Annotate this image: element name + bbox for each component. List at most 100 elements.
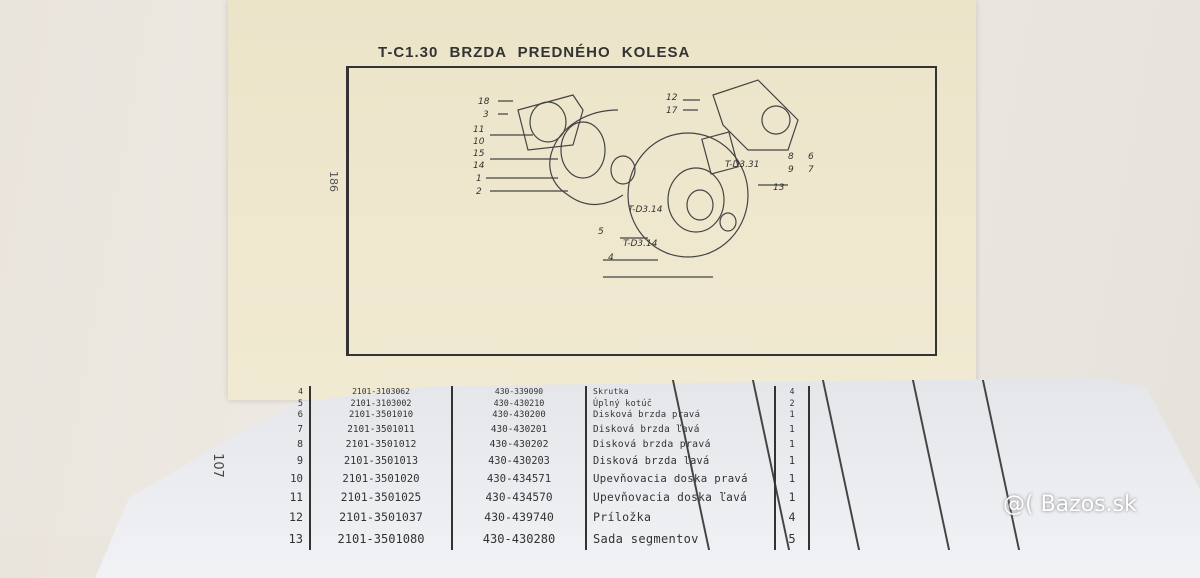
diagram-page: T-C1.30 BRZDA PREDNÉHO KOLESA 186 18 3 1… bbox=[228, 0, 976, 400]
quantity: 1 bbox=[774, 409, 810, 423]
svg-text:3: 3 bbox=[483, 110, 489, 120]
row-number: 6 bbox=[297, 410, 303, 421]
row-number: 13 bbox=[288, 532, 303, 547]
row-number: 5 bbox=[297, 397, 303, 408]
svg-text:9: 9 bbox=[788, 165, 794, 175]
catalog-number: 430-434571 bbox=[451, 469, 586, 489]
svg-text:18: 18 bbox=[478, 97, 490, 107]
catalog-number: 430-430203 bbox=[451, 452, 586, 470]
catalog-number: 430-434570 bbox=[451, 488, 586, 508]
svg-text:6: 6 bbox=[808, 152, 814, 162]
page-title: T-C1.30 BRZDA PREDNÉHO KOLESA bbox=[378, 44, 691, 61]
row-number: 10 bbox=[290, 471, 303, 485]
row-number: 7 bbox=[297, 424, 303, 436]
catalog-number: 430-430201 bbox=[451, 422, 586, 438]
svg-text:2: 2 bbox=[476, 187, 482, 197]
brake-exploded-diagram: 18 3 11 10 15 14 1 2 12 17 T-D3.14 5 T-D… bbox=[473, 79, 814, 278]
part-description: Príložka bbox=[585, 507, 775, 529]
part-code: 2101-3501011 bbox=[309, 422, 452, 438]
part-description: Disková brzda ľavá bbox=[585, 452, 775, 470]
svg-text:10: 10 bbox=[473, 137, 485, 147]
quantity: 1 bbox=[774, 422, 810, 438]
leader-lines bbox=[486, 99, 788, 278]
part-code: 2101-3103062 bbox=[309, 386, 452, 397]
splash-shield bbox=[549, 109, 624, 205]
brake-disc bbox=[627, 132, 749, 258]
row-number: 11 bbox=[289, 491, 303, 505]
part-code: 2101-3103002 bbox=[309, 397, 452, 410]
watermark: @( Bazos.sk bbox=[1003, 492, 1137, 517]
quantity: 2 bbox=[774, 397, 810, 410]
caliper bbox=[712, 79, 799, 151]
part-description: Disková brzda pravá bbox=[585, 437, 775, 453]
part-code: 2101-3501010 bbox=[309, 409, 452, 423]
catalog-number: 430-439740 bbox=[451, 507, 586, 529]
svg-text:17: 17 bbox=[666, 106, 678, 116]
svg-text:15: 15 bbox=[473, 149, 485, 159]
part-description: Skrutka bbox=[585, 386, 775, 397]
svg-text:T-D3.14: T-D3.14 bbox=[623, 239, 658, 249]
svg-text:4: 4 bbox=[608, 253, 614, 263]
catalog-number: 430-430280 bbox=[451, 528, 586, 550]
svg-text:12: 12 bbox=[666, 93, 678, 103]
svg-text:8: 8 bbox=[788, 152, 794, 162]
part-description: Úplný kotúč bbox=[585, 397, 775, 410]
outer-bearing bbox=[719, 212, 737, 232]
part-code: 2101-3501080 bbox=[309, 528, 452, 550]
quantity: 1 bbox=[774, 488, 810, 508]
part-code: 2101-3501037 bbox=[309, 507, 452, 529]
diagram-frame bbox=[346, 66, 937, 356]
catalog-number: 430-430210 bbox=[451, 397, 586, 410]
piston bbox=[761, 105, 791, 135]
svg-text:5: 5 bbox=[598, 227, 604, 237]
svg-text:7: 7 bbox=[808, 165, 814, 175]
part-code: 2101-3501012 bbox=[309, 437, 452, 453]
quantity: 5 bbox=[774, 528, 810, 550]
bearing bbox=[610, 155, 636, 185]
quantity: 4 bbox=[774, 507, 810, 529]
part-description: Upevňovacia doska pravá bbox=[585, 469, 775, 489]
part-description: Disková brzda ľavá bbox=[585, 422, 775, 438]
part-code: 2101-3501025 bbox=[309, 488, 452, 508]
brake-pad bbox=[701, 131, 739, 175]
row-number: 4 bbox=[298, 386, 303, 396]
svg-text:13: 13 bbox=[773, 183, 785, 193]
catalog-number: 430-430200 bbox=[451, 409, 586, 423]
hub-flange bbox=[560, 121, 606, 179]
svg-text:T-D3.14: T-D3.14 bbox=[628, 205, 663, 215]
part-code: 2101-3501013 bbox=[309, 452, 452, 470]
mounting-plate bbox=[517, 94, 584, 151]
svg-text:T-D3.31: T-D3.31 bbox=[725, 160, 759, 170]
quantity: 1 bbox=[774, 437, 810, 453]
disc-center bbox=[686, 189, 714, 221]
part-description: Sada segmentov bbox=[585, 528, 775, 550]
mounting-plate-hole bbox=[529, 101, 567, 143]
page-number: 107 bbox=[209, 453, 225, 478]
row-number: 8 bbox=[297, 439, 303, 451]
catalog-number: 430-339090 bbox=[451, 386, 586, 397]
row-number: 12 bbox=[289, 510, 303, 525]
svg-text:1: 1 bbox=[476, 174, 482, 184]
part-description: Upevňovacia doska ľavá bbox=[585, 488, 775, 508]
row-number: 9 bbox=[296, 455, 303, 468]
catalog-number: 430-430202 bbox=[451, 437, 586, 453]
quantity: 1 bbox=[774, 452, 810, 470]
quantity: 1 bbox=[774, 469, 810, 489]
part-code: 2101-3501020 bbox=[309, 469, 452, 489]
quantity: 4 bbox=[774, 386, 810, 397]
svg-text:11: 11 bbox=[473, 125, 484, 135]
part-description: Disková brzda pravá bbox=[585, 409, 775, 423]
svg-text:14: 14 bbox=[473, 161, 485, 171]
callout-labels: 18 3 11 10 15 14 1 2 12 17 T-D3.14 5 T-D… bbox=[473, 93, 814, 263]
